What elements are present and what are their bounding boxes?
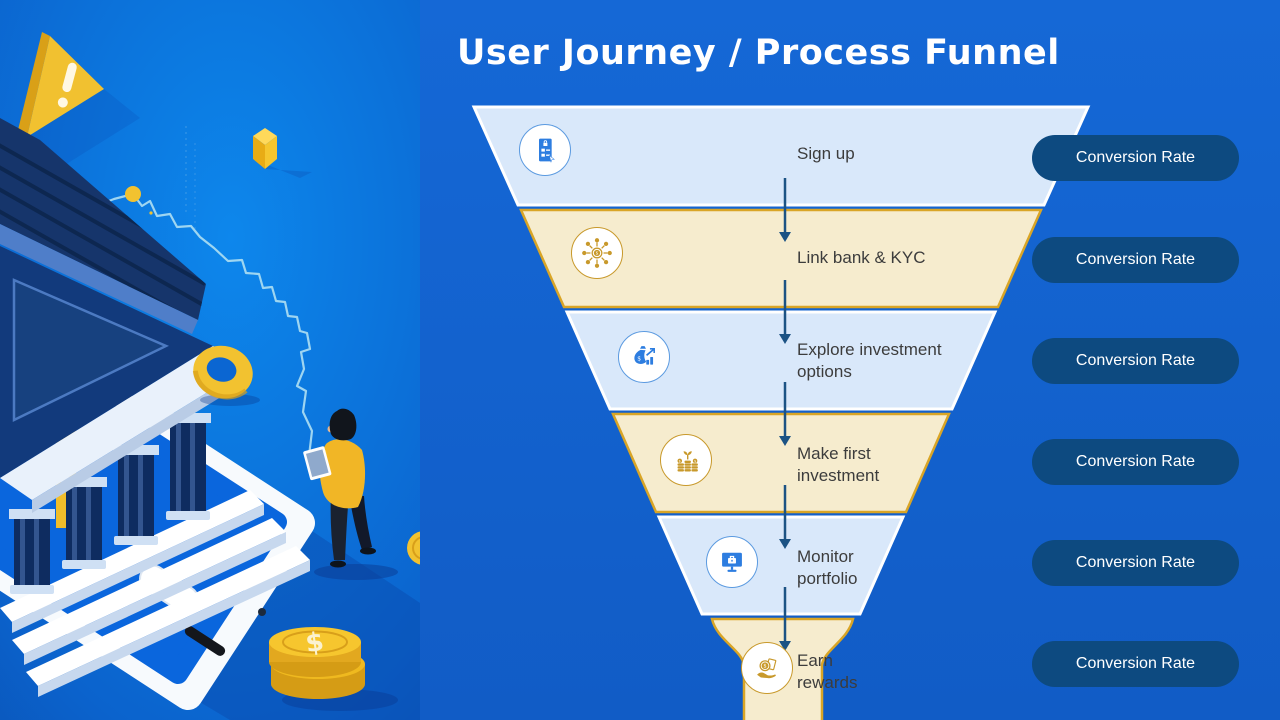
funnel-arrows [779,178,791,651]
conversion-rate-pill[interactable]: Conversion Rate [1032,641,1239,687]
stage-icon-explore: $ [618,331,670,383]
signup-form-icon [539,138,555,163]
svg-text:$: $ [763,664,766,670]
warning-triangle-icon [18,32,140,168]
conversion-rate-pill[interactable]: Conversion Rate [1032,338,1239,384]
gold-ring-decoration [192,345,260,406]
stage-icon-signup [519,124,571,176]
investment-growth-icon: $ [634,346,655,365]
svg-text:$: $ [694,459,696,463]
conversion-rate-pill[interactable]: Conversion Rate [1032,237,1239,283]
edge-coin-decoration [407,531,420,565]
bank-roof [0,118,247,513]
coin-stack-illustration: $ [269,627,398,711]
coin-network-icon: $ [582,238,612,268]
stage-label-rewards: Earn rewards [797,651,858,692]
coins-sprout-icon: $ $ [677,451,698,472]
page-title: User Journey / Process Funnel [457,33,1060,73]
monitor-briefcase-icon [722,552,742,572]
stage-label-signup: Sign up [797,144,855,163]
stage-icon-first-investment: $ $ [660,434,712,486]
svg-text:$: $ [679,459,681,463]
svg-text:$: $ [637,356,641,363]
fintech-illustration: $ [0,0,420,720]
stage-label-monitor: Monitor portfolio [797,547,858,588]
stage-icon-monitor [706,536,758,588]
reward-coin-hand-icon: $ [757,658,777,679]
stage-label-explore: Explore investment options [797,340,942,381]
stage-icon-link-bank: $ [571,227,623,279]
stage-label-first-investment: Make first investment [797,444,880,485]
stage-icon-rewards: $ [741,642,793,694]
svg-text:$: $ [596,251,599,257]
person-illustration [303,408,398,580]
bank-columns [9,413,211,594]
tablet-illustration [303,446,332,481]
svg-text:$: $ [304,627,326,659]
cube-decoration [253,128,312,178]
conversion-rate-pill[interactable]: Conversion Rate [1032,439,1239,485]
conversion-rate-pill[interactable]: Conversion Rate [1032,540,1239,586]
stage-label-link-bank: Link bank & KYC [797,248,926,267]
conversion-rate-pill[interactable]: Conversion Rate [1032,135,1239,181]
bank-steps-illustration [0,490,310,697]
bank-illustration [0,118,247,594]
